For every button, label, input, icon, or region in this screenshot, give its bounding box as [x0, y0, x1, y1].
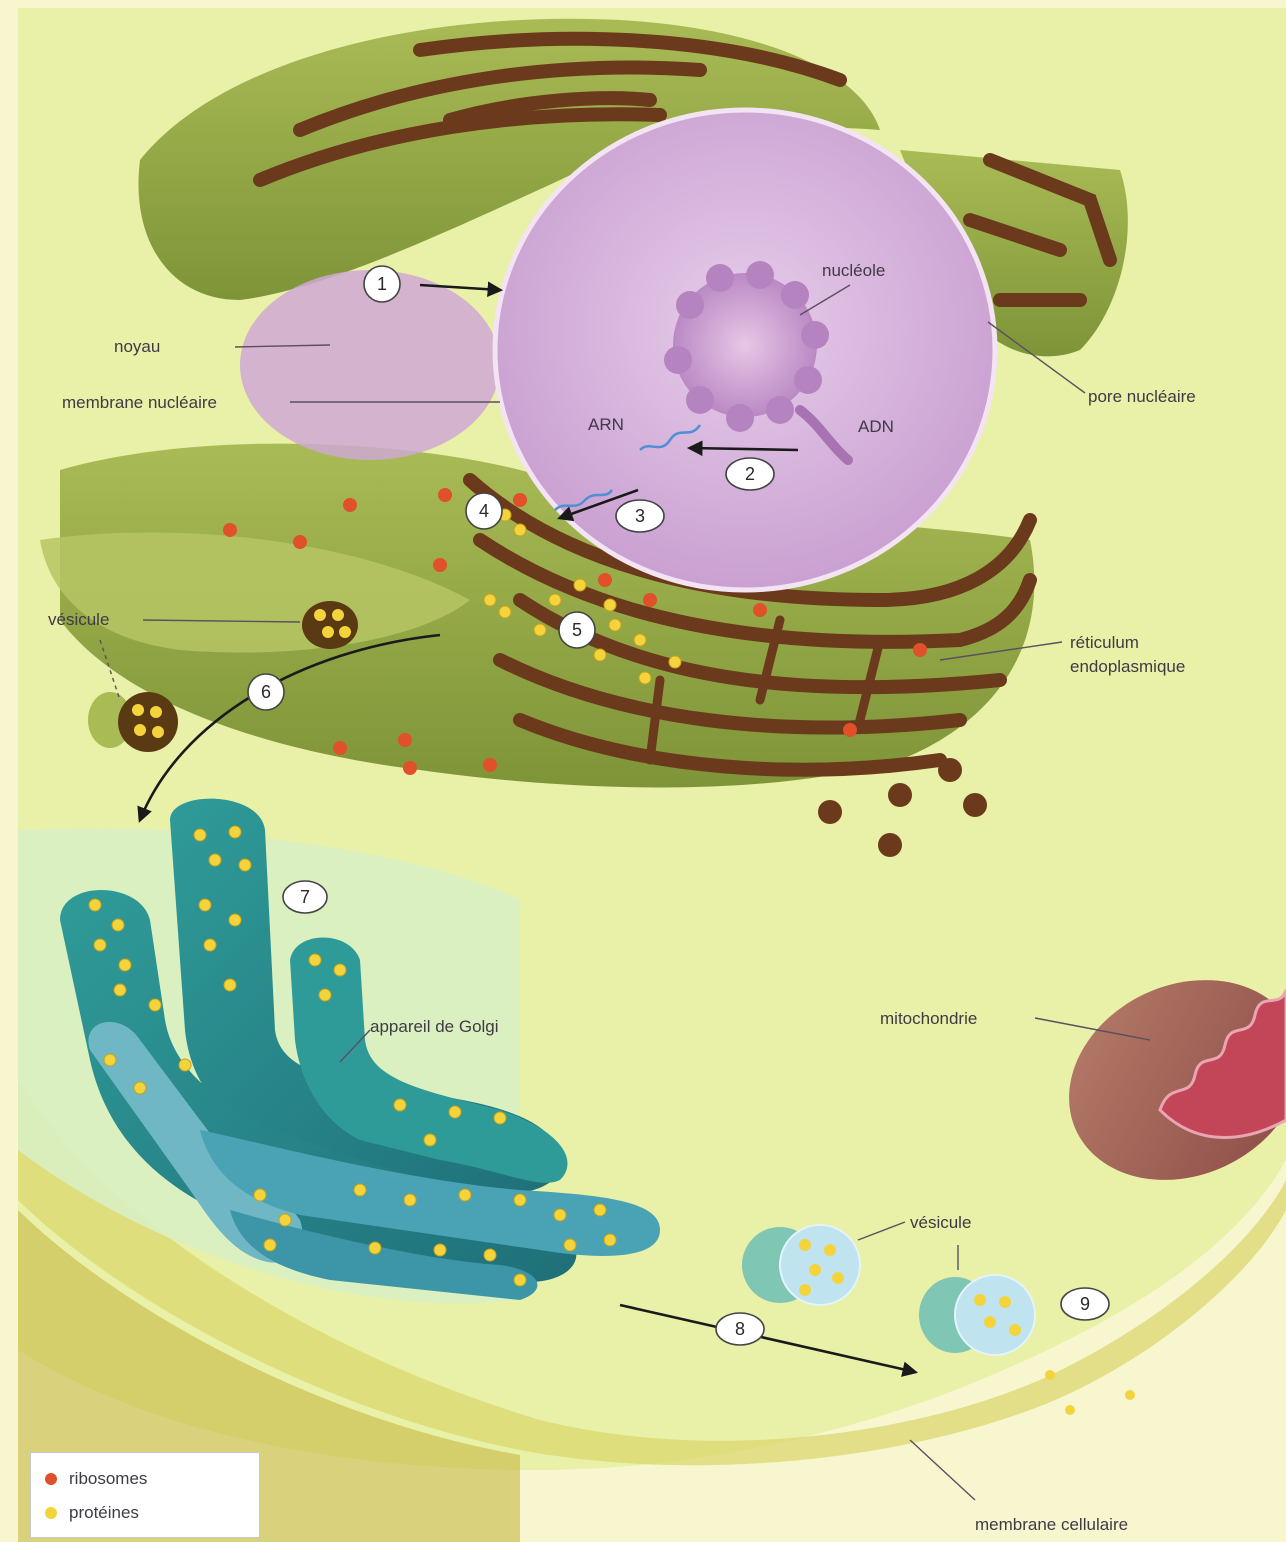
step-badge-7: 7 [283, 881, 327, 913]
legend-label-ribosomes: ribosomes [69, 1469, 147, 1489]
svg-text:6: 6 [261, 682, 271, 702]
ribosome-swatch [45, 1473, 57, 1485]
secretory-vesicle-1 [742, 1225, 860, 1305]
step-badge-9: 9 [1061, 1288, 1109, 1320]
step-badge-3: 3 [616, 500, 664, 532]
step-badge-6: 6 [248, 674, 284, 710]
svg-text:4: 4 [479, 501, 489, 521]
protein-swatch [45, 1507, 57, 1519]
legend-label-proteines: protéines [69, 1503, 139, 1523]
label-noyau: noyau [114, 337, 160, 356]
label-nucleole: nucléole [822, 261, 885, 280]
svg-text:7: 7 [300, 887, 310, 907]
label-membrane-cellulaire: membrane cellulaire [975, 1515, 1128, 1534]
legend-item-ribosomes: ribosomes [45, 1469, 147, 1489]
legend-item-proteines: protéines [45, 1503, 139, 1523]
svg-text:2: 2 [745, 464, 755, 484]
label-vesicule-left: vésicule [48, 610, 109, 629]
label-membrane-nucleaire: membrane nucléaire [62, 393, 217, 412]
label-pore-nucleaire: pore nucléaire [1088, 387, 1196, 406]
label-mitochondrie: mitochondrie [880, 1009, 977, 1028]
step-badge-8: 8 [716, 1313, 764, 1345]
step-badge-5: 5 [559, 612, 595, 648]
label-adn: ADN [858, 417, 894, 436]
label-reticulum-2: endoplasmique [1070, 657, 1185, 676]
svg-text:8: 8 [735, 1319, 745, 1339]
label-reticulum-1: réticulum [1070, 633, 1139, 652]
label-arn: ARN [588, 415, 624, 434]
er-vesicle-2 [88, 692, 178, 752]
er-vesicle-1 [302, 601, 358, 649]
label-vesicule-right: vésicule [910, 1213, 971, 1232]
step-badge-2: 2 [726, 458, 774, 490]
step-badge-1: 1 [364, 266, 400, 302]
svg-text:9: 9 [1080, 1294, 1090, 1314]
svg-text:3: 3 [635, 506, 645, 526]
step-badge-4: 4 [466, 493, 502, 529]
svg-text:1: 1 [377, 274, 387, 294]
svg-text:5: 5 [572, 620, 582, 640]
label-golgi: appareil de Golgi [370, 1017, 499, 1036]
secretory-vesicle-2 [919, 1275, 1035, 1355]
legend: ribosomes protéines [30, 1452, 260, 1538]
